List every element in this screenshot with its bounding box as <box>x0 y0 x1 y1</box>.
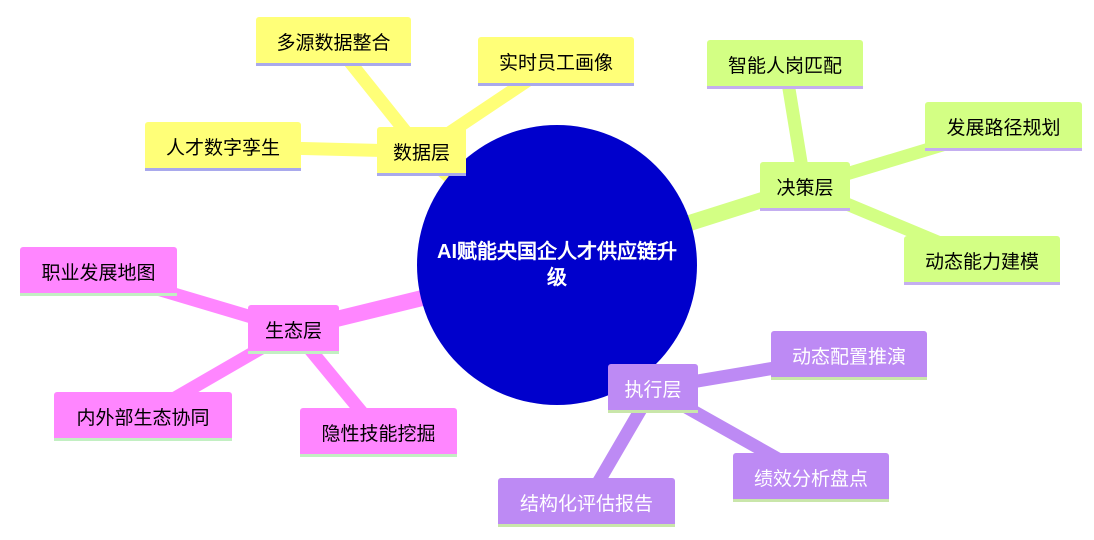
branch-data-layer: 数据层 <box>377 127 466 176</box>
branch-execution-layer: 执行层 <box>608 364 698 413</box>
root-label: AI赋能央国企人才供应链升级 <box>437 241 677 289</box>
leaf-multi-source-data-integration: 多源数据整合 <box>256 17 411 66</box>
leaf-dynamic-competency-modeling: 动态能力建模 <box>904 236 1060 285</box>
leaf-career-path-planning: 发展路径规划 <box>925 102 1082 151</box>
branch-ecosystem-layer: 生态层 <box>248 305 339 354</box>
leaf-hidden-skill-mining: 隐性技能挖掘 <box>300 408 457 457</box>
leaf-career-development-map: 职业发展地图 <box>20 247 177 296</box>
branch-decision-layer: 决策层 <box>760 162 850 211</box>
leaf-structured-assessment-report: 结构化评估报告 <box>498 478 675 527</box>
leaf-realtime-employee-profile: 实时员工画像 <box>478 37 634 86</box>
leaf-talent-digital-twin: 人才数字孪生 <box>145 122 301 171</box>
leaf-smart-job-matching: 智能人岗匹配 <box>707 40 863 89</box>
leaf-performance-analysis-review: 绩效分析盘点 <box>733 453 889 502</box>
leaf-dynamic-allocation-simulation: 动态配置推演 <box>771 331 927 380</box>
leaf-internal-external-ecosystem-collaboration: 内外部生态协同 <box>54 392 232 441</box>
